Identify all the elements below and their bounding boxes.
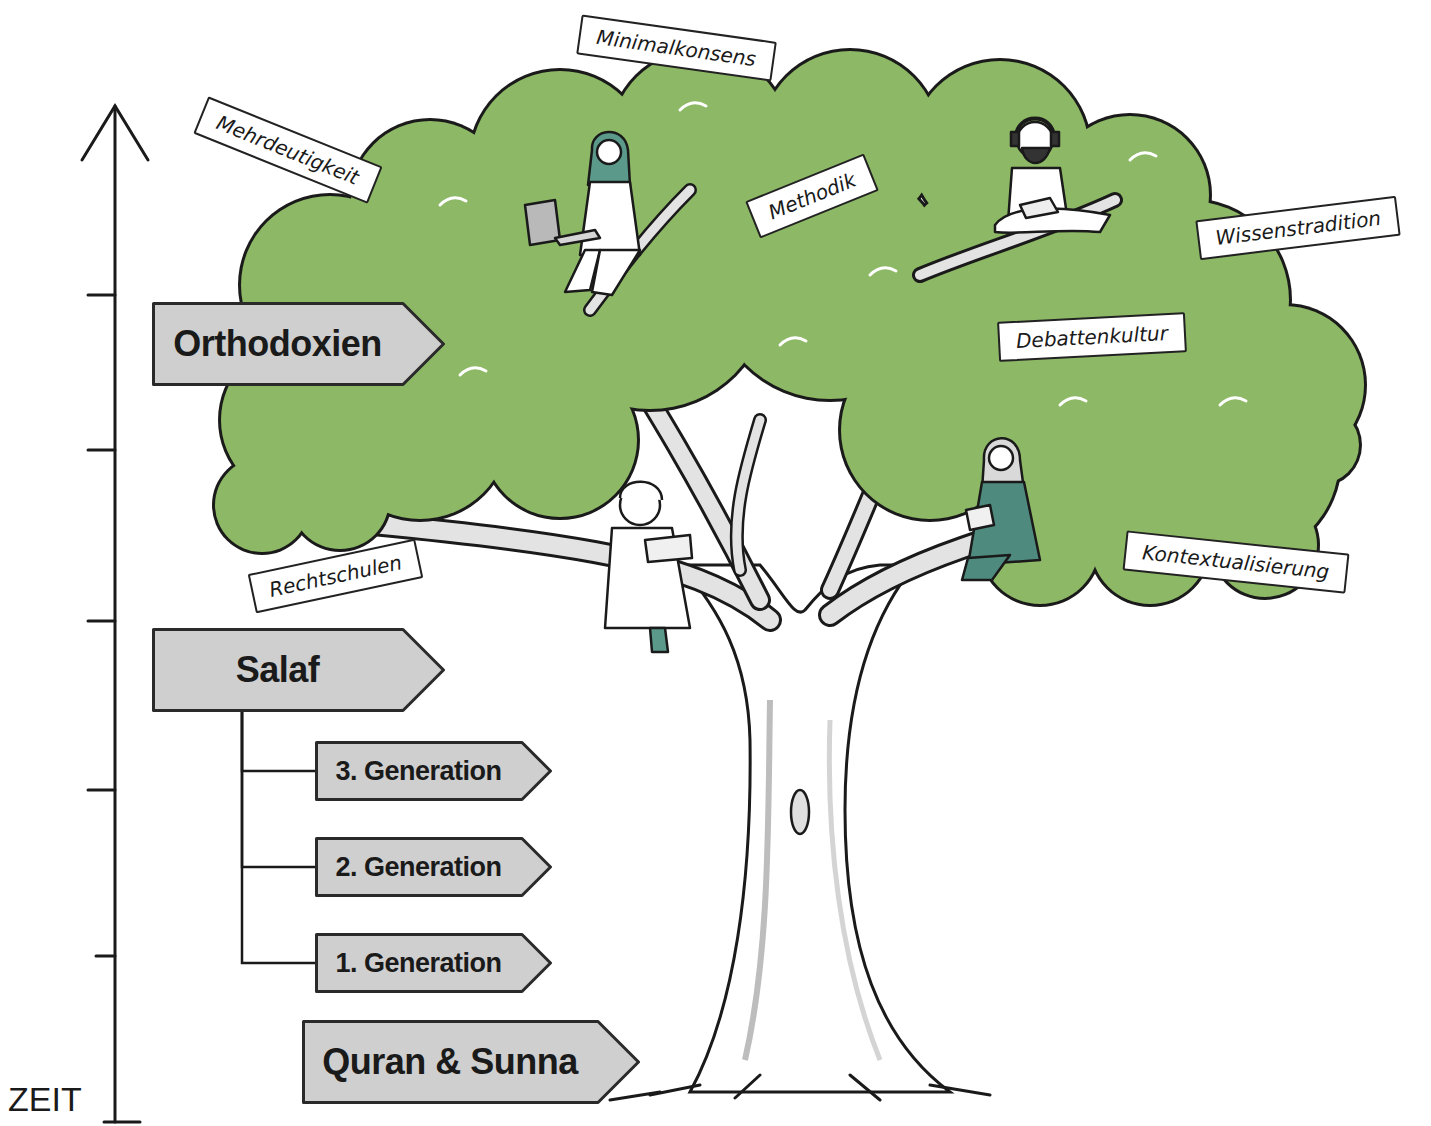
upper-branches bbox=[590, 190, 1115, 310]
beard bbox=[1022, 148, 1050, 163]
leaf-highlight bbox=[680, 103, 706, 110]
person-laptop bbox=[525, 132, 640, 295]
banner-text: Wissenstradition bbox=[1214, 206, 1382, 250]
signpost-outline bbox=[154, 630, 444, 711]
trunk-knot bbox=[791, 790, 809, 834]
signpost-text: Orthodoxien bbox=[173, 323, 382, 365]
head bbox=[989, 446, 1013, 470]
trunk bbox=[610, 565, 990, 1100]
signpost-text: 2. Generation bbox=[335, 852, 501, 883]
signpost-outline bbox=[317, 839, 551, 896]
leaf-cluster bbox=[291, 451, 389, 549]
branch-outline bbox=[737, 420, 760, 570]
person-reading bbox=[605, 482, 692, 652]
trunk-body bbox=[680, 565, 950, 1092]
signpost-text: Salaf bbox=[236, 649, 320, 691]
leaf-highlight bbox=[870, 268, 896, 275]
axis-arrow bbox=[82, 106, 148, 160]
headphones bbox=[1016, 119, 1054, 139]
foot bbox=[650, 628, 668, 652]
branch-outline bbox=[920, 200, 1115, 275]
signpost-outline bbox=[317, 935, 551, 992]
headphones bbox=[1051, 132, 1059, 146]
leaf-cluster bbox=[1281, 406, 1359, 484]
signpost-outline bbox=[154, 304, 444, 385]
book bbox=[1020, 198, 1058, 218]
leaf-highlight bbox=[440, 198, 466, 205]
signpost-outline bbox=[304, 1022, 639, 1103]
banner-text: Kontextualisierung bbox=[1141, 540, 1330, 583]
banner-label: Minimalkonsens bbox=[576, 15, 776, 82]
person-teal bbox=[962, 438, 1040, 580]
leaf-highlight bbox=[1220, 398, 1246, 405]
axis-tick bbox=[88, 449, 115, 452]
banner-label: Mehrdeutigkeit bbox=[193, 96, 382, 203]
signpost-text: 1. Generation bbox=[335, 948, 501, 979]
bracket-connector bbox=[242, 712, 315, 867]
axis-tick bbox=[88, 294, 115, 297]
signpost-box: 1. Generation bbox=[315, 933, 552, 993]
laptop-base bbox=[555, 230, 600, 245]
leaf-highlight bbox=[1130, 153, 1156, 160]
head bbox=[597, 140, 621, 164]
signpost-box: 2. Generation bbox=[315, 837, 552, 897]
axis-line bbox=[114, 106, 117, 1122]
trunk-shade bbox=[829, 720, 880, 1060]
banner-text: Minimalkonsens bbox=[595, 25, 757, 71]
banner-label: Wissenstradition bbox=[1195, 196, 1401, 260]
banner-text: Methodik bbox=[765, 168, 859, 225]
bracket-connector bbox=[242, 712, 315, 963]
axis-tick bbox=[88, 789, 115, 792]
leg bbox=[592, 250, 640, 295]
signpost-box: Quran & Sunna bbox=[302, 1020, 640, 1104]
axis-tick bbox=[104, 1121, 140, 1124]
leg bbox=[962, 555, 1010, 580]
signpost-text: Quran & Sunna bbox=[322, 1041, 578, 1083]
leaf-highlights bbox=[440, 103, 1246, 405]
banner-text: Debattenkultur bbox=[1015, 321, 1168, 353]
hair bbox=[620, 482, 662, 500]
branch bbox=[737, 420, 760, 570]
axis-tick bbox=[88, 620, 115, 623]
signpost-outline bbox=[317, 743, 551, 800]
book bbox=[645, 535, 692, 562]
banner-text: Rechtschulen bbox=[266, 550, 403, 602]
trunk-shade bbox=[745, 700, 770, 1060]
time-axis bbox=[82, 106, 148, 1122]
banner-label: Rechtschulen bbox=[247, 539, 423, 614]
person-headphones bbox=[995, 119, 1110, 233]
body bbox=[580, 182, 640, 255]
roots bbox=[610, 1075, 990, 1100]
signpost-box: Salaf bbox=[152, 628, 445, 712]
axis-tick bbox=[96, 955, 115, 958]
leaf-highlight bbox=[1060, 398, 1086, 405]
banner-text: Mehrdeutigkeit bbox=[213, 110, 362, 189]
axis-label: ZEIT bbox=[8, 1080, 82, 1119]
leaf-highlight bbox=[780, 338, 806, 345]
banner-label: Debattenkultur bbox=[997, 312, 1187, 362]
banner-label: Kontextualisierung bbox=[1123, 530, 1350, 593]
headphones bbox=[1011, 132, 1019, 146]
bracket-connector bbox=[242, 712, 315, 771]
banner-label: Methodik bbox=[745, 153, 879, 238]
leaf-highlight bbox=[460, 368, 486, 375]
signpost-box: 3. Generation bbox=[315, 741, 552, 801]
signpost-text: 3. Generation bbox=[335, 756, 501, 787]
signpost-box: Orthodoxien bbox=[152, 302, 445, 386]
branch bbox=[920, 200, 1115, 275]
book bbox=[966, 505, 994, 530]
headscarf bbox=[588, 132, 630, 185]
leaf-cluster bbox=[483, 363, 637, 517]
